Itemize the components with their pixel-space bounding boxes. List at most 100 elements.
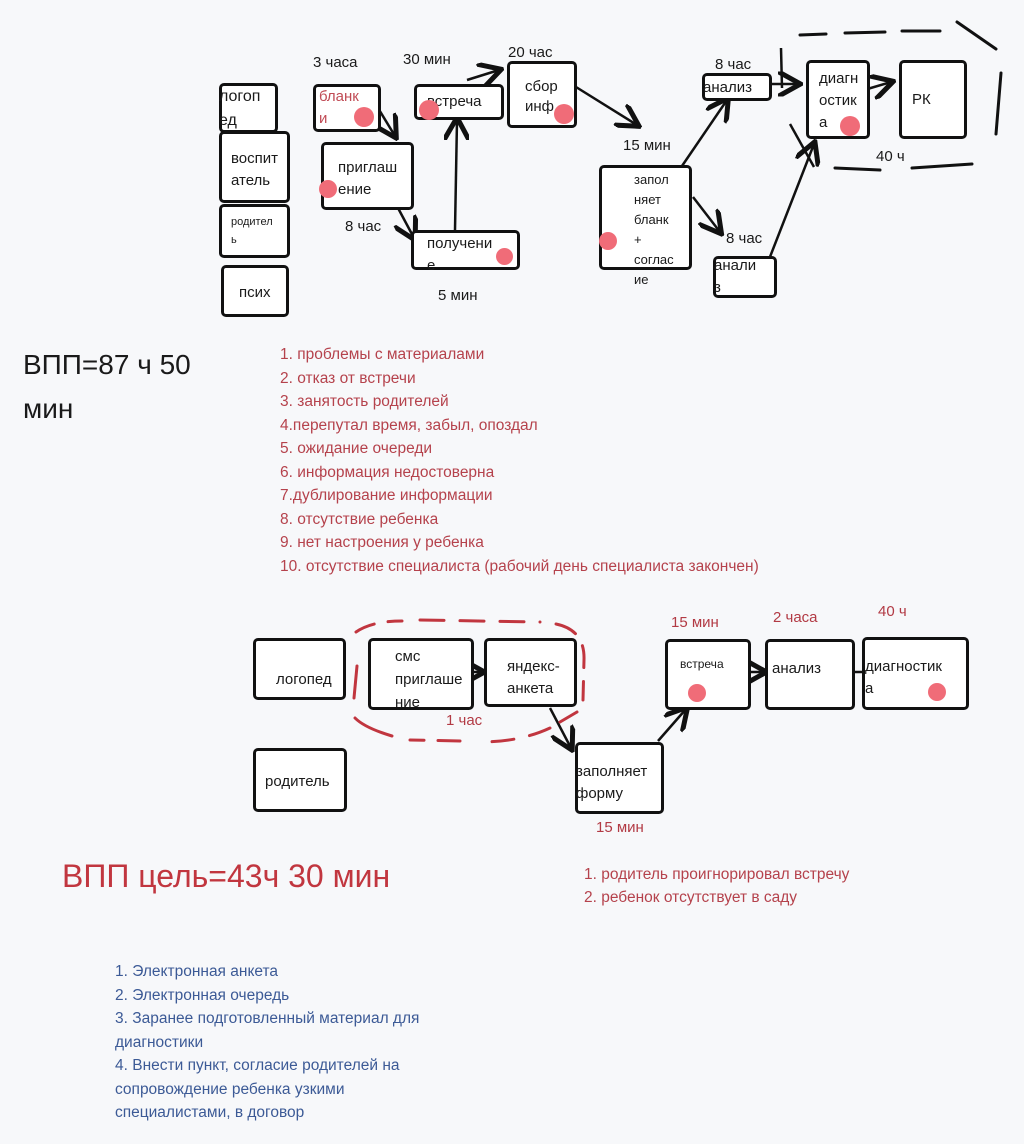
arrow-form-to-analysis1 xyxy=(680,100,727,167)
time-label-receipt: 5 мин xyxy=(438,287,478,304)
problem-dot xyxy=(599,232,617,250)
step-label: встреча xyxy=(427,93,482,110)
step-label: анали з xyxy=(714,257,757,296)
problem-dot xyxy=(840,116,860,136)
step-label: смс приглаше ние xyxy=(395,648,463,711)
solution-item: специалистами, в договор xyxy=(115,1104,305,1121)
step-label: заполняет форму xyxy=(576,763,648,802)
current-problems-list: 1. проблемы с материалами 2. отказ от вс… xyxy=(280,343,759,578)
time-label-meeting: 15 мин xyxy=(671,614,719,631)
arrow-analysis2-to-diagnostics xyxy=(766,144,814,263)
problem-item: 3. занятость родителей xyxy=(280,393,449,410)
problem-item: 5. ожидание очереди xyxy=(280,440,433,457)
time-label-analysis: 2 часа xyxy=(773,609,818,626)
time-label-meeting: 30 мин xyxy=(403,51,451,68)
solution-item: 4. Внести пункт, согласие родителей на xyxy=(115,1057,400,1074)
arrow-info-to-form xyxy=(575,85,637,125)
solution-item: 3. Заранее подготовленный материал для xyxy=(115,1010,420,1027)
step-label: бланк и xyxy=(319,88,359,127)
problem-item: 8. отсутствие ребенка xyxy=(280,510,439,528)
current-lead-time: ВПП=87 ч 50 мин xyxy=(23,343,191,431)
arrow-receipt-to-meeting xyxy=(455,120,457,231)
problem-item: 6. информация недостоверна xyxy=(280,463,495,481)
step-label: диагн остик а xyxy=(819,70,859,131)
group-time-label: 40 ч xyxy=(876,148,905,165)
step-box-meeting[interactable]: встреча xyxy=(414,84,504,120)
solution-item: 2. Электронная очередь xyxy=(115,986,290,1004)
problem-dot xyxy=(419,100,439,120)
step-label: яндекс- анкета xyxy=(507,658,560,697)
step-box-fill-form[interactable]: заполняет форму xyxy=(575,742,664,814)
tick-mark xyxy=(779,47,784,89)
problem-item: 2. ребенок отсутствует в саду xyxy=(584,889,798,906)
step-box-meeting[interactable]: встреча xyxy=(665,639,751,710)
role-label: логопед xyxy=(276,671,332,688)
step-box-info-collection[interactable]: сбор инф xyxy=(507,61,577,128)
step-box-fill-form[interactable]: запол няет бланк + соглас ие xyxy=(599,165,692,287)
role-label: логоп ед xyxy=(219,88,261,129)
problem-item: 2. отказ от встречи xyxy=(280,369,416,387)
solution-item: диагностики xyxy=(115,1033,204,1051)
step-label: анализ xyxy=(772,660,821,677)
solution-item: 1. Электронная анкета xyxy=(115,963,279,980)
problem-item: 1. проблемы с материалами xyxy=(280,346,485,363)
problem-dot xyxy=(354,107,374,127)
step-box-rk[interactable]: РК xyxy=(899,60,967,139)
step-label: РК xyxy=(912,91,931,108)
problem-dot xyxy=(319,180,337,198)
problem-dot xyxy=(688,684,706,702)
group-time-label: 1 час xyxy=(446,712,483,729)
role-box-psih[interactable]: псих xyxy=(221,265,289,317)
problem-item: 4.перепутал время, забыл, опоздал xyxy=(280,416,538,434)
solutions-list: 1. Электронная анкета 2. Электронная оче… xyxy=(115,960,419,1125)
step-box-yandex[interactable]: яндекс- анкета xyxy=(484,638,577,707)
arrow-meeting-to-info xyxy=(466,70,499,80)
time-label-diagnostics: 40 ч xyxy=(878,603,907,620)
arrow-yandex-to-form xyxy=(548,707,571,748)
step-label: встреча xyxy=(680,657,724,671)
step-label: получени е xyxy=(427,235,493,274)
role-box-logoped[interactable]: логоп ед xyxy=(219,83,278,133)
problem-item: 10. отсутствие специалиста (рабочий день… xyxy=(280,557,759,575)
arrow-form-to-analysis2 xyxy=(692,196,720,232)
problem-item: 1. родитель проигнорировал встречу xyxy=(584,866,850,883)
step-label: приглаш ение xyxy=(338,159,398,198)
step-box-analysis[interactable]: анализ xyxy=(765,639,855,710)
time-label-analysis1: 8 час xyxy=(715,56,752,73)
problem-dot xyxy=(928,683,946,701)
step-label: сбор инф xyxy=(525,78,558,115)
lead-time-line-1: ВПП=87 ч 50 xyxy=(23,349,191,380)
problem-item: 7.дублирование информации xyxy=(280,487,493,504)
step-box-analysis-2[interactable]: анали з xyxy=(713,256,777,298)
role-box-logoped[interactable]: логопед xyxy=(253,638,346,700)
step-label: запол няет бланк + соглас ие xyxy=(634,172,674,287)
step-box-diagnostics[interactable]: диагн остик а xyxy=(806,60,870,139)
step-box-receipt[interactable]: получени е xyxy=(411,230,520,274)
step-box-invitation[interactable]: приглаш ение xyxy=(319,142,414,210)
step-label: диагностик а xyxy=(865,658,942,697)
time-label-invitation: 8 час xyxy=(345,218,382,235)
step-box-analysis-1[interactable]: анализ xyxy=(702,73,772,101)
problem-item: 9. нет настроения у ребенка xyxy=(280,534,484,551)
time-label-blanki: 3 часа xyxy=(313,54,358,71)
time-label-analysis2: 8 час xyxy=(726,230,763,247)
step-box-sms[interactable]: смс приглаше ние xyxy=(368,638,474,711)
target-lead-time: ВПП цель=43ч 30 мин xyxy=(62,858,391,894)
problem-dot xyxy=(496,248,513,265)
role-box-roditel[interactable]: родител ь xyxy=(219,204,290,258)
time-label-fill-form: 15 мин xyxy=(596,819,644,836)
lead-time-line-2: мин xyxy=(23,393,74,424)
step-box-blanki[interactable]: бланк и xyxy=(313,84,381,132)
role-box-roditel[interactable]: родитель xyxy=(253,748,347,812)
problem-dot xyxy=(554,104,574,124)
role-box-vospitatel[interactable]: воспит атель xyxy=(219,131,290,203)
arrow-form-to-meeting xyxy=(657,709,686,742)
role-label: воспит атель xyxy=(231,150,279,189)
step-box-diagnostics[interactable]: диагностик а xyxy=(862,637,969,710)
solution-item: сопровождение ребенка узкими xyxy=(115,1080,345,1098)
time-label-info: 20 час xyxy=(508,44,553,61)
step-label: анализ xyxy=(703,79,752,96)
time-label-form: 15 мин xyxy=(623,137,671,154)
target-problems-list: 1. родитель проигнорировал встречу 2. ре… xyxy=(584,863,849,909)
role-label: родитель xyxy=(265,773,330,790)
